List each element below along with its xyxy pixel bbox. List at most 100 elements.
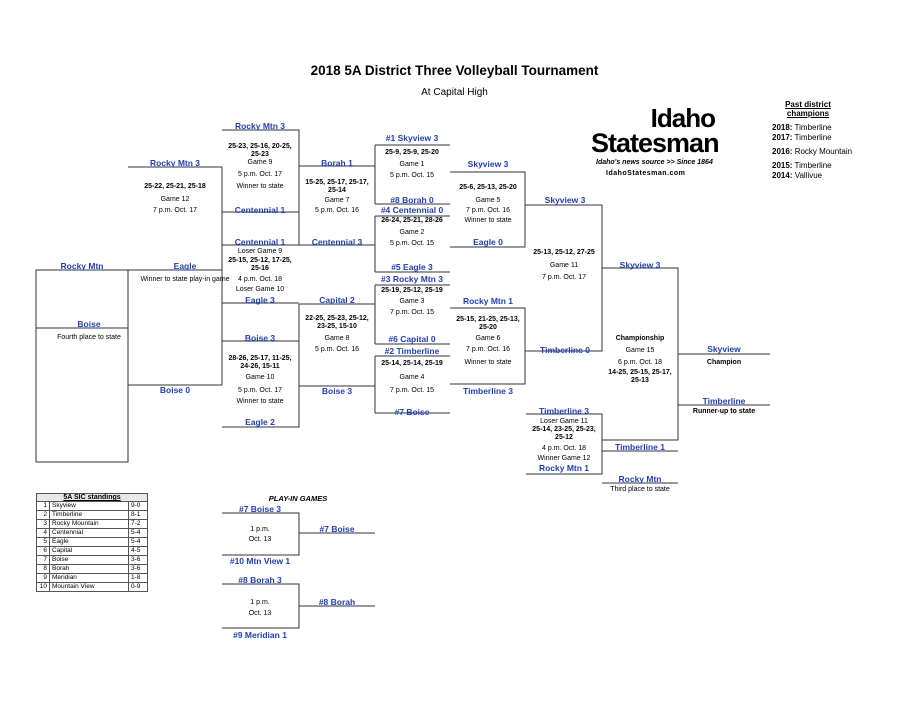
g7-top-team: Borah 1	[321, 158, 353, 168]
g7-scores: 15-25, 25-17, 25-17, 25-14	[305, 179, 369, 194]
third-bottom-team: Rocky Mtn 1	[538, 463, 590, 473]
g6-bottom-team: Timberline 3	[463, 386, 513, 396]
cent-eagle-time: 4 p.m. Oct. 18	[238, 276, 282, 283]
play-in-1-time: 1 p.m.	[250, 526, 270, 533]
fourth-place-team: Boise	[77, 319, 101, 329]
play-in-note: Winner to state play-in game	[140, 276, 230, 283]
cent-top-team: Centennial 1	[234, 237, 286, 247]
eagle-winner: Eagle	[173, 261, 197, 271]
runner-up-team: Timberline	[702, 396, 746, 406]
fourth-place-label: Fourth place to state	[57, 334, 121, 341]
g12-bottom-team: Boise 0	[159, 385, 191, 395]
past-champions: Past district champions 2018: Timberline…	[772, 100, 852, 181]
g6-game: Game 6	[475, 335, 501, 342]
g11-top-team: Skyview 3	[544, 195, 586, 205]
logo-url: IdahoStatesman.com	[606, 170, 686, 177]
third-winner: Timberline 1	[615, 442, 665, 452]
champion-entry: 2017: Timberline	[772, 133, 832, 142]
g5-scores: 25-6, 25-13, 25-20	[459, 184, 517, 191]
cent-eagle-scores: 25-15, 25-12, 17-25, 25-16	[228, 257, 292, 272]
loser-game-9-label: Loser Game 9	[237, 248, 283, 255]
champion-entry: 2015: Timberline	[772, 161, 832, 170]
g6-time: 7 p.m. Oct. 16	[466, 346, 510, 353]
page-subtitle: At Capital High	[421, 87, 488, 98]
g7-bottom-team: Centennial 3	[311, 237, 363, 247]
g11-bottom-team: Timberline 0	[540, 345, 590, 355]
g2-time: 5 p.m. Oct. 15	[390, 240, 434, 247]
g12-time: 7 p.m. Oct. 17	[153, 207, 197, 214]
winner-game-12-label: Winner Game 12	[537, 455, 591, 462]
champion-entry: 2018: Timberline	[772, 123, 832, 132]
g1-time: 5 p.m. Oct. 15	[390, 172, 434, 179]
champ-time: 6 p.m. Oct. 18	[618, 359, 662, 366]
g6-top-team: Rocky Mtn 1	[462, 296, 514, 306]
champion-label: Champion	[706, 359, 742, 366]
g9-top-team: Rocky Mtn 3	[234, 121, 286, 131]
play-in-2-winner: #8 Borah	[318, 597, 356, 607]
g10-top-team: Boise 3	[244, 333, 276, 343]
g3-top-team: #3 Rocky Mtn 3	[381, 274, 443, 284]
g11-time: 7 p.m. Oct. 17	[542, 274, 586, 281]
g12-game: Game 12	[160, 196, 190, 203]
third-place-label: Third place to state	[610, 486, 670, 493]
g2-game: Game 2	[399, 229, 425, 236]
g10-scores: 28-26, 25-17, 11-25, 24-26, 15-11	[228, 355, 292, 370]
g9-time: 5 p.m. Oct. 17	[238, 171, 282, 178]
g10-time: 5 p.m. Oct. 17	[238, 387, 282, 394]
eagle-team: Eagle 3	[245, 295, 275, 305]
g7-game: Game 7	[324, 197, 350, 204]
g7-time: 5 p.m. Oct. 16	[315, 207, 359, 214]
g5-game: Game 5	[475, 197, 501, 204]
g4-top-team: #2 Timberline	[384, 346, 440, 356]
play-in-1-top: #7 Boise 3	[238, 504, 282, 514]
g10-note: Winner to state	[236, 398, 284, 405]
g10-bottom-team: Eagle 2	[245, 417, 275, 427]
champion-entry: 2014: Vallivue	[772, 171, 823, 180]
champ-game: Game 15	[625, 347, 655, 354]
champion-entry: 2016: Rocky Mountain	[772, 147, 853, 156]
play-in-2-time: 1 p.m.	[250, 599, 270, 606]
play-in-2-bottom: #9 Meridian 1	[233, 630, 287, 640]
g3-scores: 25-19, 25-12, 25-19	[381, 287, 443, 294]
g8-game: Game 8	[324, 335, 350, 342]
g1-game: Game 1	[399, 161, 425, 168]
g6-scores: 25-15, 21-25, 25-13, 25-20	[456, 316, 520, 331]
g1-bottom-team: #8 Borah 0	[390, 195, 434, 205]
g3-time: 7 p.m. Oct. 15	[390, 309, 434, 316]
play-in-2-date: Oct. 13	[248, 610, 272, 617]
logo-line-2: Statesman	[591, 128, 720, 158]
g5-bottom-team: Eagle 0	[473, 237, 503, 247]
logo-tagline: Idaho's news source >> Since 1864	[596, 159, 713, 166]
third-time: 4 p.m. Oct. 18	[542, 445, 586, 452]
loser-game-11-label: Loser Game 11	[540, 418, 588, 425]
g8-scores: 22-25, 25-23, 25-12, 23-25, 15-10	[305, 315, 369, 330]
g4-bottom-team: #7 Boise	[394, 407, 430, 417]
g3-game: Game 3	[399, 298, 425, 305]
g9-scores: 25-23, 25-16, 20-25, 25-23	[228, 143, 292, 158]
play-in-1-bottom: #10 Mtn View 1	[229, 556, 291, 566]
g2-scores: 26-24, 25-21, 28-26	[381, 217, 443, 224]
g12-top-team: Rocky Mtn 3	[149, 158, 201, 168]
g10-game: Game 10	[245, 374, 275, 381]
past-champions-heading-2: champions	[786, 109, 830, 118]
g2-bottom-team: #5 Eagle 3	[391, 262, 433, 272]
g4-scores: 25-14, 25-14, 25-19	[381, 360, 443, 367]
g9-note: Winner to state	[236, 183, 284, 190]
g4-game: Game 4	[399, 374, 425, 381]
play-in-heading: PLAY-IN GAMES	[268, 494, 328, 503]
champ-top-team: Skyview 3	[619, 260, 661, 270]
g9-bottom-team: Centennial 1	[234, 205, 286, 215]
runner-up-label: Runner-up to state	[692, 408, 756, 415]
play-in-1-winner: #7 Boise	[319, 524, 355, 534]
standings-heading: 5A SIC standings	[36, 493, 148, 502]
